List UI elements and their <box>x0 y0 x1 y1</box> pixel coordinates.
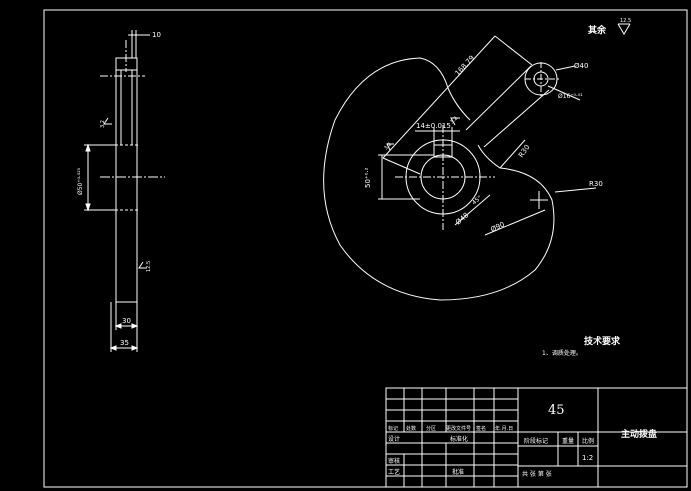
title-block <box>385 387 688 488</box>
side-rough-2: 12.5 <box>146 261 152 272</box>
dim-168: 168.79 <box>454 54 477 77</box>
title-process: 工艺 <box>388 468 400 476</box>
title-review: 审核 <box>388 457 400 465</box>
title-scale: 1:2 <box>582 454 593 462</box>
side-dim-top: 10 <box>152 31 161 39</box>
title-sheet: 共 张 第 张 <box>522 470 552 478</box>
dim-pin-outer: Ø40 <box>574 62 588 70</box>
side-rough-1: 3.2 <box>100 120 106 128</box>
title-standard: 标准化 <box>450 435 468 443</box>
dim-angle: 45° <box>471 194 484 206</box>
dim-rough-key: 3.2 <box>449 116 459 126</box>
title-material: 45 <box>548 403 565 418</box>
roughness-value: 12.5 <box>620 18 631 24</box>
side-view <box>84 30 165 352</box>
title-row-label-3: 更改文件号 <box>446 425 471 432</box>
title-part-name: 主动拨盘 <box>621 428 657 440</box>
title-stage-label: 阶段标记 <box>524 437 548 445</box>
title-row-label-0: 标记 <box>388 425 398 432</box>
sheet-border <box>43 9 688 488</box>
side-dim-bottom-outer: 35 <box>120 339 129 347</box>
roughness-symbol <box>617 23 631 35</box>
dim-hub: Ø90 <box>489 220 505 233</box>
title-scale-label: 比例 <box>582 437 594 445</box>
dim-edge-r: R30 <box>589 180 603 188</box>
roughness-note: 其余 <box>588 24 607 36</box>
dim-key-height: 50⁺⁰·² <box>364 167 372 188</box>
side-dim-vertical: Ø50⁺⁰·⁰²⁵ <box>77 167 84 195</box>
title-approve: 批准 <box>452 468 464 476</box>
dim-hub-r: R30 <box>517 143 531 159</box>
dim-keyway: 14±0.015 <box>416 122 451 130</box>
title-row-label-1: 处数 <box>406 425 416 432</box>
title-row-label-5: 年.月.日 <box>495 425 513 432</box>
title-weight-label: 重量 <box>562 437 574 445</box>
title-designer: 设计 <box>388 435 400 443</box>
tech-req-title: 技术要求 <box>584 335 621 347</box>
dim-rough-left: 3.2 <box>383 142 393 152</box>
front-view <box>323 35 597 301</box>
dim-pin-inner: Ø16⁺⁰·⁰¹ <box>558 93 583 100</box>
tech-req-item: 1、调质处理。 <box>542 349 582 357</box>
title-row-label-2: 分区 <box>426 425 436 432</box>
side-dim-bottom-inner: 30 <box>122 317 131 325</box>
title-row-label-4: 签名 <box>476 425 486 432</box>
